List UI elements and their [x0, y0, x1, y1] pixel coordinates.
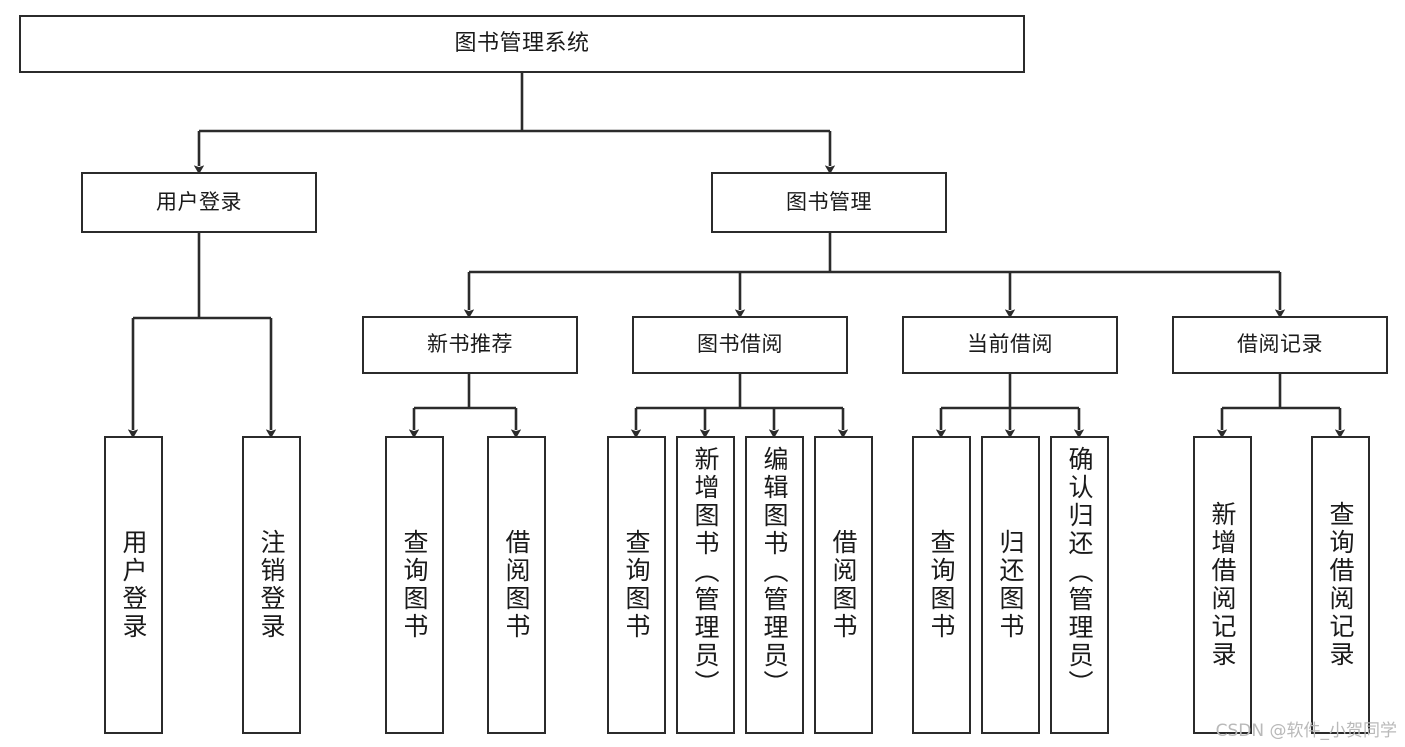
node-leaf-edit-book-label: 编辑图书（管理员）: [760, 446, 789, 698]
node-leaf-add-book[interactable]: 新增图书（管理员）: [676, 436, 735, 734]
node-leaf-borrow-book-2[interactable]: 借阅图书: [814, 436, 873, 734]
node-new-book-recommend[interactable]: 新书推荐: [362, 316, 578, 374]
node-borrow-record[interactable]: 借阅记录: [1172, 316, 1388, 374]
node-leaf-return-book[interactable]: 归还图书: [981, 436, 1040, 734]
node-leaf-logout-label: 注销登录: [257, 529, 286, 641]
node-book-borrow[interactable]: 图书借阅: [632, 316, 848, 374]
node-leaf-return-book-label: 归还图书: [996, 529, 1025, 641]
node-leaf-borrow-book-1-label: 借阅图书: [502, 529, 531, 641]
node-leaf-query-book-2[interactable]: 查询图书: [607, 436, 666, 734]
node-leaf-user-login[interactable]: 用户登录: [104, 436, 163, 734]
node-leaf-query-book-1[interactable]: 查询图书: [385, 436, 444, 734]
watermark-text: CSDN @软件_小贺同学: [1215, 721, 1397, 741]
node-leaf-borrow-book-1[interactable]: 借阅图书: [487, 436, 546, 734]
node-leaf-query-book-3[interactable]: 查询图书: [912, 436, 971, 734]
node-leaf-logout[interactable]: 注销登录: [242, 436, 301, 734]
node-leaf-query-record[interactable]: 查询借阅记录: [1311, 436, 1370, 734]
node-leaf-query-book-3-label: 查询图书: [927, 529, 956, 641]
node-leaf-add-record-label: 新增借阅记录: [1208, 501, 1237, 669]
node-leaf-user-login-label: 用户登录: [119, 529, 148, 641]
node-leaf-confirm-return-label: 确认归还（管理员）: [1065, 446, 1094, 698]
node-leaf-query-book-1-label: 查询图书: [400, 529, 429, 641]
node-leaf-edit-book[interactable]: 编辑图书（管理员）: [745, 436, 804, 734]
node-book-management[interactable]: 图书管理: [711, 172, 947, 233]
node-book-borrow-label: 图书借阅: [697, 332, 783, 357]
node-book-management-label: 图书管理: [786, 189, 872, 214]
node-leaf-add-record[interactable]: 新增借阅记录: [1193, 436, 1252, 734]
node-current-borrow[interactable]: 当前借阅: [902, 316, 1118, 374]
node-leaf-query-record-label: 查询借阅记录: [1326, 501, 1355, 669]
node-user-login[interactable]: 用户登录: [81, 172, 317, 233]
node-leaf-query-book-2-label: 查询图书: [622, 529, 651, 641]
node-leaf-borrow-book-2-label: 借阅图书: [829, 529, 858, 641]
node-borrow-record-label: 借阅记录: [1237, 332, 1323, 357]
node-current-borrow-label: 当前借阅: [967, 332, 1053, 357]
node-root[interactable]: 图书管理系统: [19, 15, 1025, 73]
node-user-login-label: 用户登录: [156, 189, 242, 214]
node-root-label: 图书管理系统: [454, 30, 590, 56]
node-leaf-confirm-return[interactable]: 确认归还（管理员）: [1050, 436, 1109, 734]
node-leaf-add-book-label: 新增图书（管理员）: [691, 446, 720, 698]
node-new-book-recommend-label: 新书推荐: [427, 332, 513, 357]
